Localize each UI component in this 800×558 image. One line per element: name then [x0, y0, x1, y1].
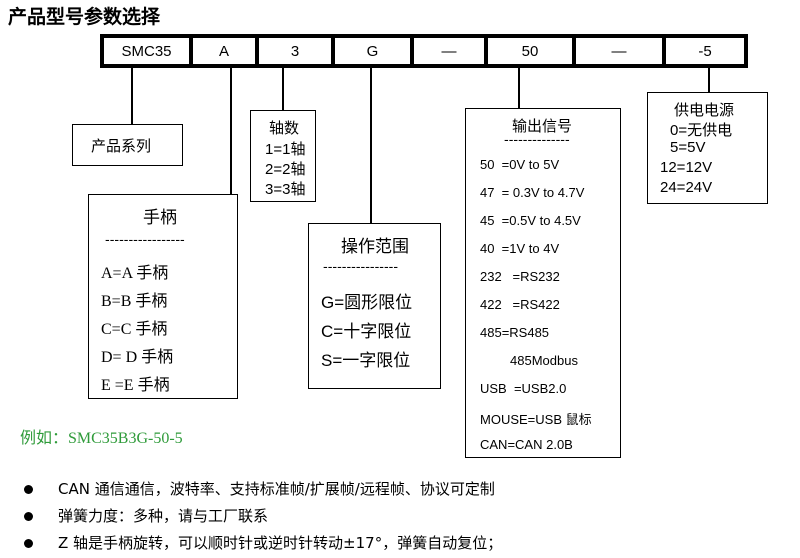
code-cell-dash-2: — — [576, 38, 662, 64]
output-item: 232 =RS232 — [480, 269, 560, 284]
handle-heading: 手柄 — [143, 208, 177, 227]
power-box: 供电电源 0=无供电 5=5V 12=12V 24=24V — [647, 92, 768, 204]
power-heading: 供电电源 — [674, 101, 735, 119]
power-item: 12=12V — [660, 159, 713, 176]
handle-item: C=C 手柄 — [101, 321, 168, 338]
connector-handle — [230, 68, 232, 194]
code-cell-power: -5 — [666, 38, 744, 64]
axis-heading: 轴数 — [269, 119, 300, 137]
bullet-icon — [24, 512, 33, 521]
handle-item: E =E 手柄 — [101, 377, 170, 394]
code-cell-range: G — [335, 38, 410, 64]
output-item: 485=RS485 — [480, 325, 550, 340]
output-item: 45 =0.5V to 4.5V — [480, 213, 581, 228]
connector-axis — [282, 68, 284, 110]
output-heading: 输出信号 — [512, 117, 573, 135]
series-label: 产品系列 — [91, 137, 152, 155]
code-cell-axis: 3 — [259, 38, 331, 64]
range-box: 操作范围 ---------------- G=圆形限位 C=十字限位 S=一字… — [308, 223, 441, 389]
output-item: 47 = 0.3V to 4.7V — [480, 185, 585, 200]
output-box: 输出信号 -------------- 50 =0V to 5V 47 = 0.… — [465, 108, 621, 458]
range-item: S=一字限位 — [321, 351, 411, 370]
power-item: 0=无供电 — [670, 122, 733, 139]
code-cell-dash-1: — — [414, 38, 484, 64]
connector-range — [370, 68, 372, 223]
output-item: USB =USB2.0 — [480, 381, 567, 396]
output-item: MOUSE=USB 鼠标 — [480, 412, 592, 427]
power-item: 24=24V — [660, 179, 713, 196]
output-item: 422 =RS422 — [480, 297, 560, 312]
output-divider: -------------- — [504, 133, 570, 148]
axis-item: 1=1轴 — [265, 141, 306, 158]
bullet-icon — [24, 485, 33, 494]
axis-item: 3=3轴 — [265, 181, 306, 198]
note-line: CAN 通信通信，波特率、支持标准帧/扩展帧/远程帧、协议可定制 — [58, 480, 495, 498]
output-item: 485Modbus — [510, 353, 578, 368]
handle-item: B=B 手柄 — [101, 293, 168, 310]
axis-item: 2=2轴 — [265, 161, 306, 178]
range-item: G=圆形限位 — [321, 293, 413, 312]
connector-power — [708, 68, 710, 92]
power-item: 5=5V — [670, 139, 706, 156]
handle-item: D= D 手柄 — [101, 349, 174, 366]
output-item: 40 =1V to 4V — [480, 241, 560, 256]
handle-item: A=A 手柄 — [101, 265, 169, 282]
connector-series — [131, 68, 133, 124]
range-item: C=十字限位 — [321, 322, 412, 341]
example-text: 例如：SMC35B3G-50-5 — [20, 430, 183, 447]
range-divider: ---------------- — [323, 260, 399, 275]
code-cell-handle: A — [193, 38, 255, 64]
code-cell-output: 50 — [488, 38, 572, 64]
note-line: Z 轴是手柄旋转，可以顺时针或逆时针转动±17°，弹簧自动复位； — [58, 534, 503, 552]
bullet-icon — [24, 539, 33, 548]
output-item: 50 =0V to 5V — [480, 157, 560, 172]
range-heading: 操作范围 — [341, 237, 409, 256]
note-line: 弹簧力度：多种，请与工厂联系 — [58, 507, 269, 525]
series-box: 产品系列 — [72, 124, 183, 166]
handle-divider: ----------------- — [105, 233, 185, 248]
handle-box: 手柄 ----------------- A=A 手柄 B=B 手柄 C=C 手… — [88, 194, 238, 399]
page-title: 产品型号参数选择 — [8, 6, 161, 28]
axis-box: 轴数 1=1轴 2=2轴 3=3轴 — [250, 110, 316, 202]
code-cell-series: SMC35 — [104, 38, 189, 64]
connector-output — [518, 68, 520, 108]
output-item: CAN=CAN 2.0B — [480, 437, 573, 452]
